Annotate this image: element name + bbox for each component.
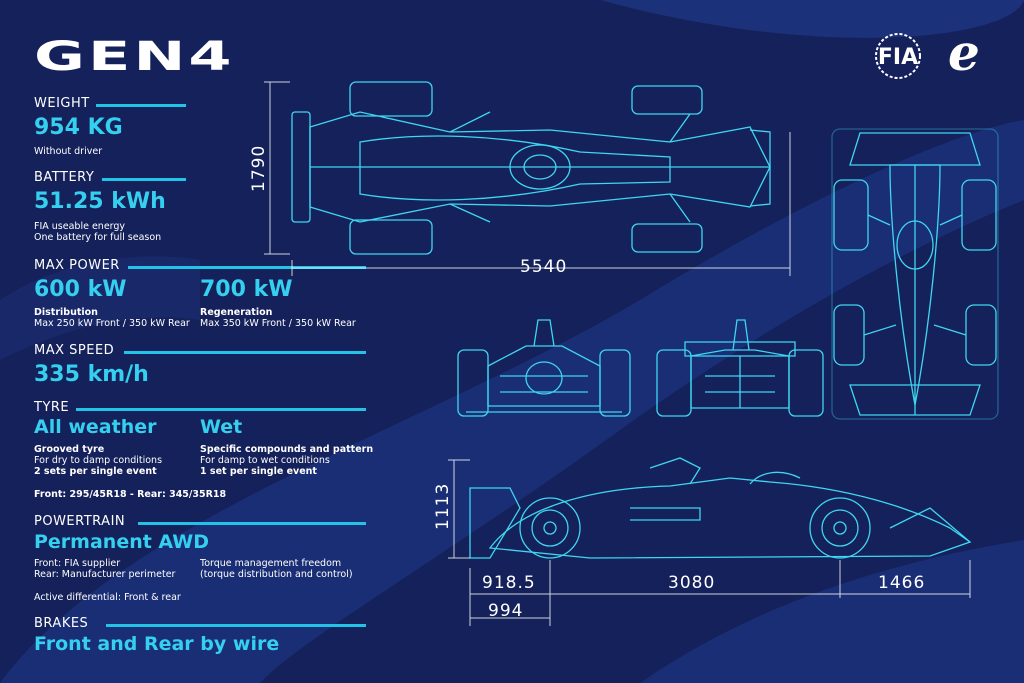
max-power-left-note: Max 250 kW Front / 350 kW Rear <box>34 318 190 329</box>
svg-text:FIA: FIA <box>878 45 918 70</box>
dim-rear-overhang: 1466 <box>878 573 925 593</box>
car-front-isometric-view <box>831 128 999 420</box>
weight-note: Without driver <box>34 146 103 157</box>
max-speed-divider <box>124 351 366 354</box>
tyre-divider <box>76 408 366 411</box>
formula-e-logo: e <box>948 26 980 80</box>
max-speed-value: 335 km/h <box>34 362 149 387</box>
dim-wheelbase: 3080 <box>668 573 715 593</box>
tyre-right-heading: Specific compounds and pattern <box>200 444 374 455</box>
tyre-left-note-1: For dry to damp conditions <box>34 455 163 466</box>
tyre-right-note-2: 1 set per single event <box>200 466 317 477</box>
tyre-sizes: Front: 295/45R18 - Rear: 345/35R18 <box>34 489 227 500</box>
tyre-left-note-2: 2 sets per single event <box>34 466 157 477</box>
car-top-view: 1790 5540 <box>250 81 791 277</box>
dim-width: 1790 <box>250 145 269 192</box>
weight-divider <box>96 104 186 107</box>
tyre-left-value: All weather <box>34 416 157 438</box>
max-power-right-heading: Regeneration <box>200 307 273 318</box>
car-side-view: 1113 918.5 3080 1466 994 <box>433 457 972 626</box>
car-rear-view <box>656 319 824 417</box>
powertrain-label: POWERTRAIN <box>34 514 126 529</box>
powertrain-right-2: (torque distribution and control) <box>200 569 353 580</box>
brakes-divider <box>106 624 366 627</box>
tyre-left-heading: Grooved tyre <box>34 444 105 455</box>
fia-logo: FIA <box>875 33 921 79</box>
max-speed-label: MAX SPEED <box>34 343 115 358</box>
max-power-left-heading: Distribution <box>34 307 98 318</box>
battery-note-2: One battery for full season <box>34 232 162 243</box>
max-power-label: MAX POWER <box>34 258 120 273</box>
gen4-logo: GEN4 <box>34 34 235 80</box>
dim-height: 1113 <box>433 483 453 530</box>
brakes-label: BRAKES <box>34 616 89 631</box>
powertrain-diff: Active differential: Front & rear <box>34 592 181 603</box>
tyre-label: TYRE <box>34 400 70 415</box>
max-power-divider <box>128 266 366 269</box>
powertrain-right-1: Torque management freedom <box>200 558 342 569</box>
tyre-right-note-1: For damp to wet conditions <box>200 455 330 466</box>
powertrain-left-2: Rear: Manufacturer perimeter <box>34 569 176 580</box>
dim-front-overhang: 918.5 <box>482 573 536 593</box>
powertrain-left-1: Front: FIA supplier <box>34 558 121 569</box>
tyre-right-value: Wet <box>200 416 243 438</box>
battery-label: BATTERY <box>34 170 95 185</box>
powertrain-divider <box>138 522 366 525</box>
car-front-view <box>457 319 631 417</box>
max-power-right-value: 700 kW <box>200 277 293 302</box>
battery-value: 51.25 kWh <box>34 189 166 214</box>
powertrain-value: Permanent AWD <box>34 531 210 553</box>
dim-front-axle: 994 <box>488 601 523 621</box>
weight-value: 954 KG <box>34 115 123 140</box>
battery-note-1: FIA useable energy <box>34 221 126 232</box>
brakes-value: Front and Rear by wire <box>34 633 280 655</box>
dim-length: 5540 <box>520 257 567 277</box>
battery-divider <box>102 178 186 181</box>
svg-text:e: e <box>948 26 980 80</box>
max-power-left-value: 600 kW <box>34 277 127 302</box>
weight-label: WEIGHT <box>34 96 90 111</box>
max-power-right-note: Max 350 kW Front / 350 kW Rear <box>200 318 356 329</box>
